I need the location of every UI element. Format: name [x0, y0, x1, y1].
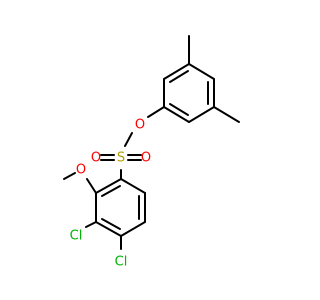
bond-ring-methoxy-oxygen: [86, 178, 97, 194]
bond-oxygen-sulfur: [124, 132, 133, 147]
oxygen-left-label: O: [91, 151, 101, 166]
chlorine-4-label: Cl: [115, 255, 128, 270]
bond: [101, 185, 121, 197]
molecule-structure: O S O O O Cl Cl: [63, 35, 240, 270]
bond-ring-chlorine-3: [85, 221, 97, 228]
bond: [120, 221, 146, 237]
bond: [101, 218, 121, 230]
oxygen-methoxy-label: O: [76, 163, 86, 178]
bond: [169, 103, 189, 116]
atom-labels: O S O O O Cl Cl: [70, 118, 151, 270]
dichloromethoxyphenyl-ring: [95, 178, 146, 237]
oxygen-right-label: O: [141, 151, 151, 166]
methyl-groups: [188, 35, 240, 123]
oxygen-ester-label: O: [135, 118, 145, 133]
bond: [163, 63, 190, 80]
bond: [163, 106, 190, 123]
methyl-bond-right: [213, 106, 240, 123]
bond: [188, 106, 215, 123]
bond-methoxy-oxygen-methyl: [63, 172, 76, 180]
bond: [120, 178, 146, 194]
chlorine-3-label: Cl: [70, 229, 83, 244]
bond: [169, 70, 189, 83]
sulfur-label: S: [117, 151, 125, 166]
bond: [188, 63, 215, 80]
bond-ring-oxygen: [147, 106, 165, 118]
bond: [95, 178, 122, 194]
dimethylphenyl-ring: [163, 63, 215, 123]
bond: [95, 221, 122, 237]
